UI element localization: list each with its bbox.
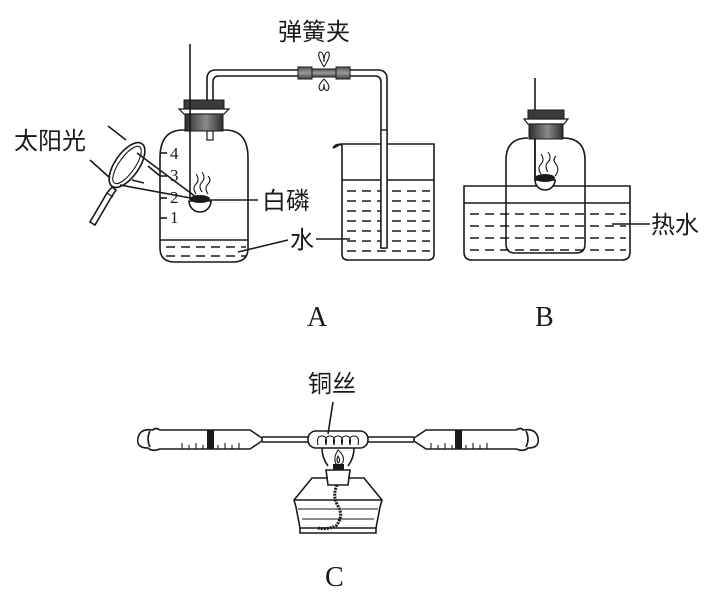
water-leader-bottle bbox=[237, 239, 289, 253]
sunlight-label: 太阳光 bbox=[14, 127, 86, 155]
hot-water-trough bbox=[463, 185, 631, 261]
water-label: 水 bbox=[290, 226, 314, 254]
sun-rays bbox=[89, 125, 197, 200]
panel-b-label: B bbox=[535, 302, 554, 333]
panel-c: 铜丝 bbox=[136, 370, 540, 593]
magnifying-glass bbox=[88, 141, 146, 227]
copper-wire-leader bbox=[327, 401, 334, 435]
scale-mark-3: 3 bbox=[170, 166, 179, 185]
scale-mark-2: 2 bbox=[170, 188, 179, 207]
white-phosphorus-label: 白磷 bbox=[262, 187, 310, 215]
panel-a: 弹簧夹 bbox=[14, 18, 435, 333]
scale-mark-1: 1 bbox=[170, 208, 179, 227]
bottle-a bbox=[159, 99, 249, 263]
spring-clip bbox=[297, 51, 351, 91]
copper-wire-label: 铜丝 bbox=[308, 370, 356, 398]
left-syringe bbox=[136, 427, 263, 452]
bottle-b bbox=[505, 109, 586, 254]
alcohol-lamp bbox=[293, 447, 383, 534]
right-syringe bbox=[413, 427, 540, 452]
hot-water-label: 热水 bbox=[651, 211, 699, 239]
panel-b: 热水 B bbox=[463, 78, 699, 333]
copper-wire-tube bbox=[307, 430, 369, 449]
panel-a-label: A bbox=[307, 302, 328, 333]
beaker bbox=[332, 129, 435, 261]
scale-mark-4: 4 bbox=[170, 144, 179, 163]
panel-c-label: C bbox=[325, 562, 344, 593]
spring-clip-label: 弹簧夹 bbox=[278, 18, 350, 46]
